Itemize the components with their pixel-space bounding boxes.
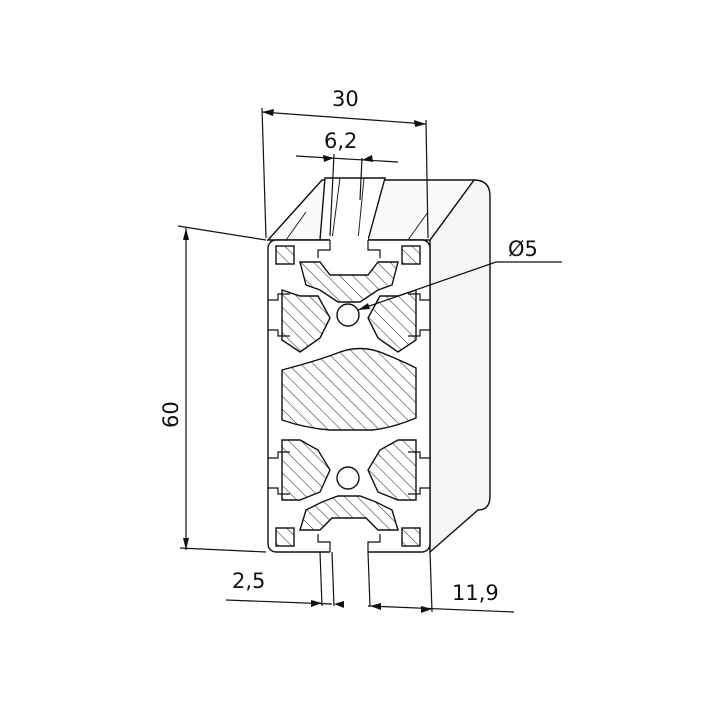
dim-height: 60 [159, 225, 267, 553]
wall-thickness-label: 2,5 [232, 569, 265, 593]
lower-bore [336, 466, 360, 490]
slot-width-label: 6,2 [324, 129, 357, 153]
profile-cross-section [267, 236, 431, 556]
dim-bottom: 2,5 11,9 [225, 551, 515, 613]
bore-diameter-label: Ø5 [508, 237, 538, 261]
height-label: 60 [159, 401, 183, 428]
slot-depth-label: 11,9 [452, 581, 499, 605]
hatched-material [281, 261, 417, 531]
width-label: 30 [332, 87, 359, 111]
dim-width: 30 [261, 87, 429, 239]
dim-slot-width: 6,2 [295, 129, 399, 237]
corner-cavities [275, 245, 421, 547]
upper-bore [336, 303, 360, 327]
side-slots [268, 293, 430, 495]
dim-bore-diameter: Ø5 [357, 237, 562, 311]
